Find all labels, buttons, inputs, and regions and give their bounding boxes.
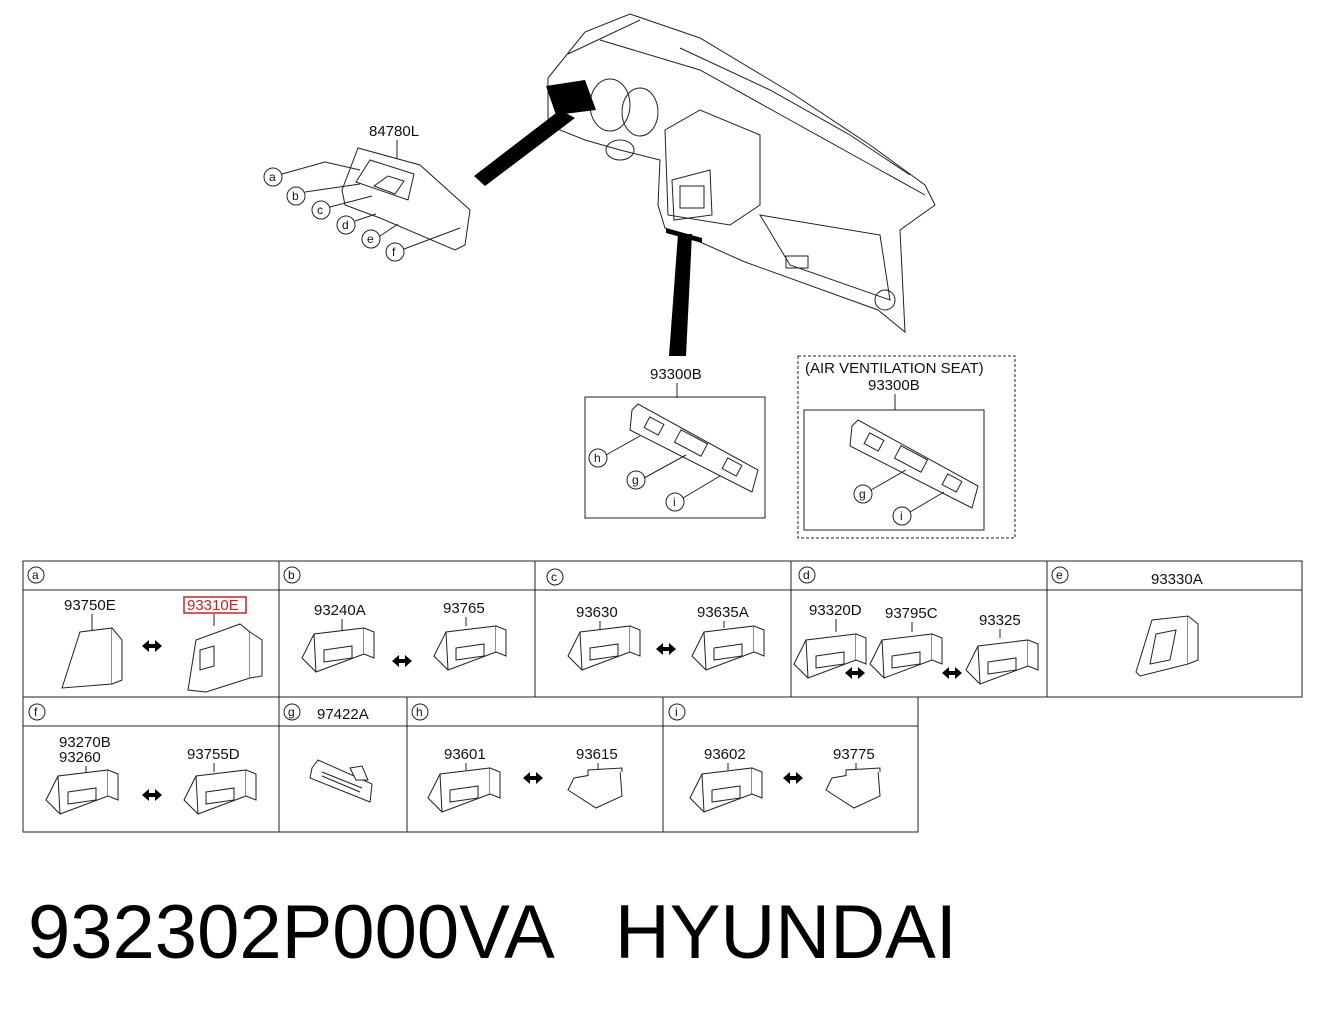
cell-a: a 93750E 93310E [27,566,263,693]
cell-g: g 97422A [283,703,373,803]
part-93325: 93325 [979,612,1021,629]
part-93240A: 93240A [314,602,366,619]
double-arrow-icon [783,772,803,784]
part-93635A: 93635A [697,604,749,621]
cell-f-letter: f [34,705,38,719]
callout-d: d [342,218,349,232]
callout-e: e [367,232,374,246]
dashboard-illustration [474,13,936,356]
brand-name: HYUNDAI [614,890,957,975]
vent-callout-i: i [900,509,903,523]
part-93601: 93601 [444,746,486,763]
double-arrow-icon [392,655,412,667]
cell-h: h 93601 93615 [411,703,623,813]
part-number: 932302P000VA [28,890,555,975]
part-93630: 93630 [576,604,618,621]
cell-f: f 93270B 93260 93755D [28,703,257,815]
part-97422A: 97422A [317,706,369,723]
callout-f: f [392,245,396,259]
part-93755D: 93755D [187,746,240,763]
part-93750E: 93750E [64,597,116,614]
part-93602: 93602 [704,746,746,763]
callout-b: b [292,189,299,203]
ventilation-variant: (AIR VENTILATION SEAT) 93300B g i [797,355,1016,539]
part-93765: 93765 [443,600,485,617]
part-93795C: 93795C [885,605,938,622]
vent-callout-g: g [859,487,866,501]
bezel-assembly: 84780L a b c d e f [263,123,471,262]
ventilation-title: (AIR VENTILATION SEAT) [805,360,984,377]
double-arrow-icon [942,667,962,679]
part-93775: 93775 [833,746,875,763]
part-93270B: 93270B [59,734,111,751]
ventilation-part-label: 93300B [868,377,920,394]
part-93330A: 93330A [1151,571,1203,588]
cell-c: c 93630 93635A [546,568,765,671]
cell-i-letter: i [675,705,678,719]
cell-e: e 93330A [1051,566,1203,677]
callout-i: i [673,495,676,509]
cell-b: b 93240A 93765 [283,566,507,673]
part-93320D: 93320D [809,602,862,619]
callout-g: g [632,473,639,487]
double-arrow-icon [656,643,676,655]
cell-d: d 93320D 93795C 93325 [793,566,1039,685]
footer-caption: 932302P000VA HYUNDAI [28,888,1318,978]
cell-a-letter: a [32,568,39,582]
double-arrow-icon [142,789,162,801]
bezel-part-label: 84780L [369,123,419,140]
cell-d-letter: d [803,568,810,582]
part-93260: 93260 [59,749,101,766]
cell-i: i 93602 93775 [668,703,881,813]
callout-a: a [269,170,276,184]
cell-c-letter: c [551,570,557,584]
callout-c: c [317,203,323,217]
callout-h: h [594,451,601,465]
cell-e-letter: e [1056,568,1063,582]
highlight-box [183,596,247,614]
switch-assy-part-label: 93300B [650,366,702,383]
cell-b-letter: b [288,568,295,582]
double-arrow-icon [845,667,865,679]
part-93615: 93615 [576,746,618,763]
parts-table [22,560,1303,833]
part-93310E: 93310E [187,597,239,614]
double-arrow-icon [523,772,543,784]
double-arrow-icon [142,640,162,652]
switch-assembly: 93300B h g i [584,366,766,519]
cell-h-letter: h [416,705,423,719]
cell-g-letter: g [288,705,295,719]
